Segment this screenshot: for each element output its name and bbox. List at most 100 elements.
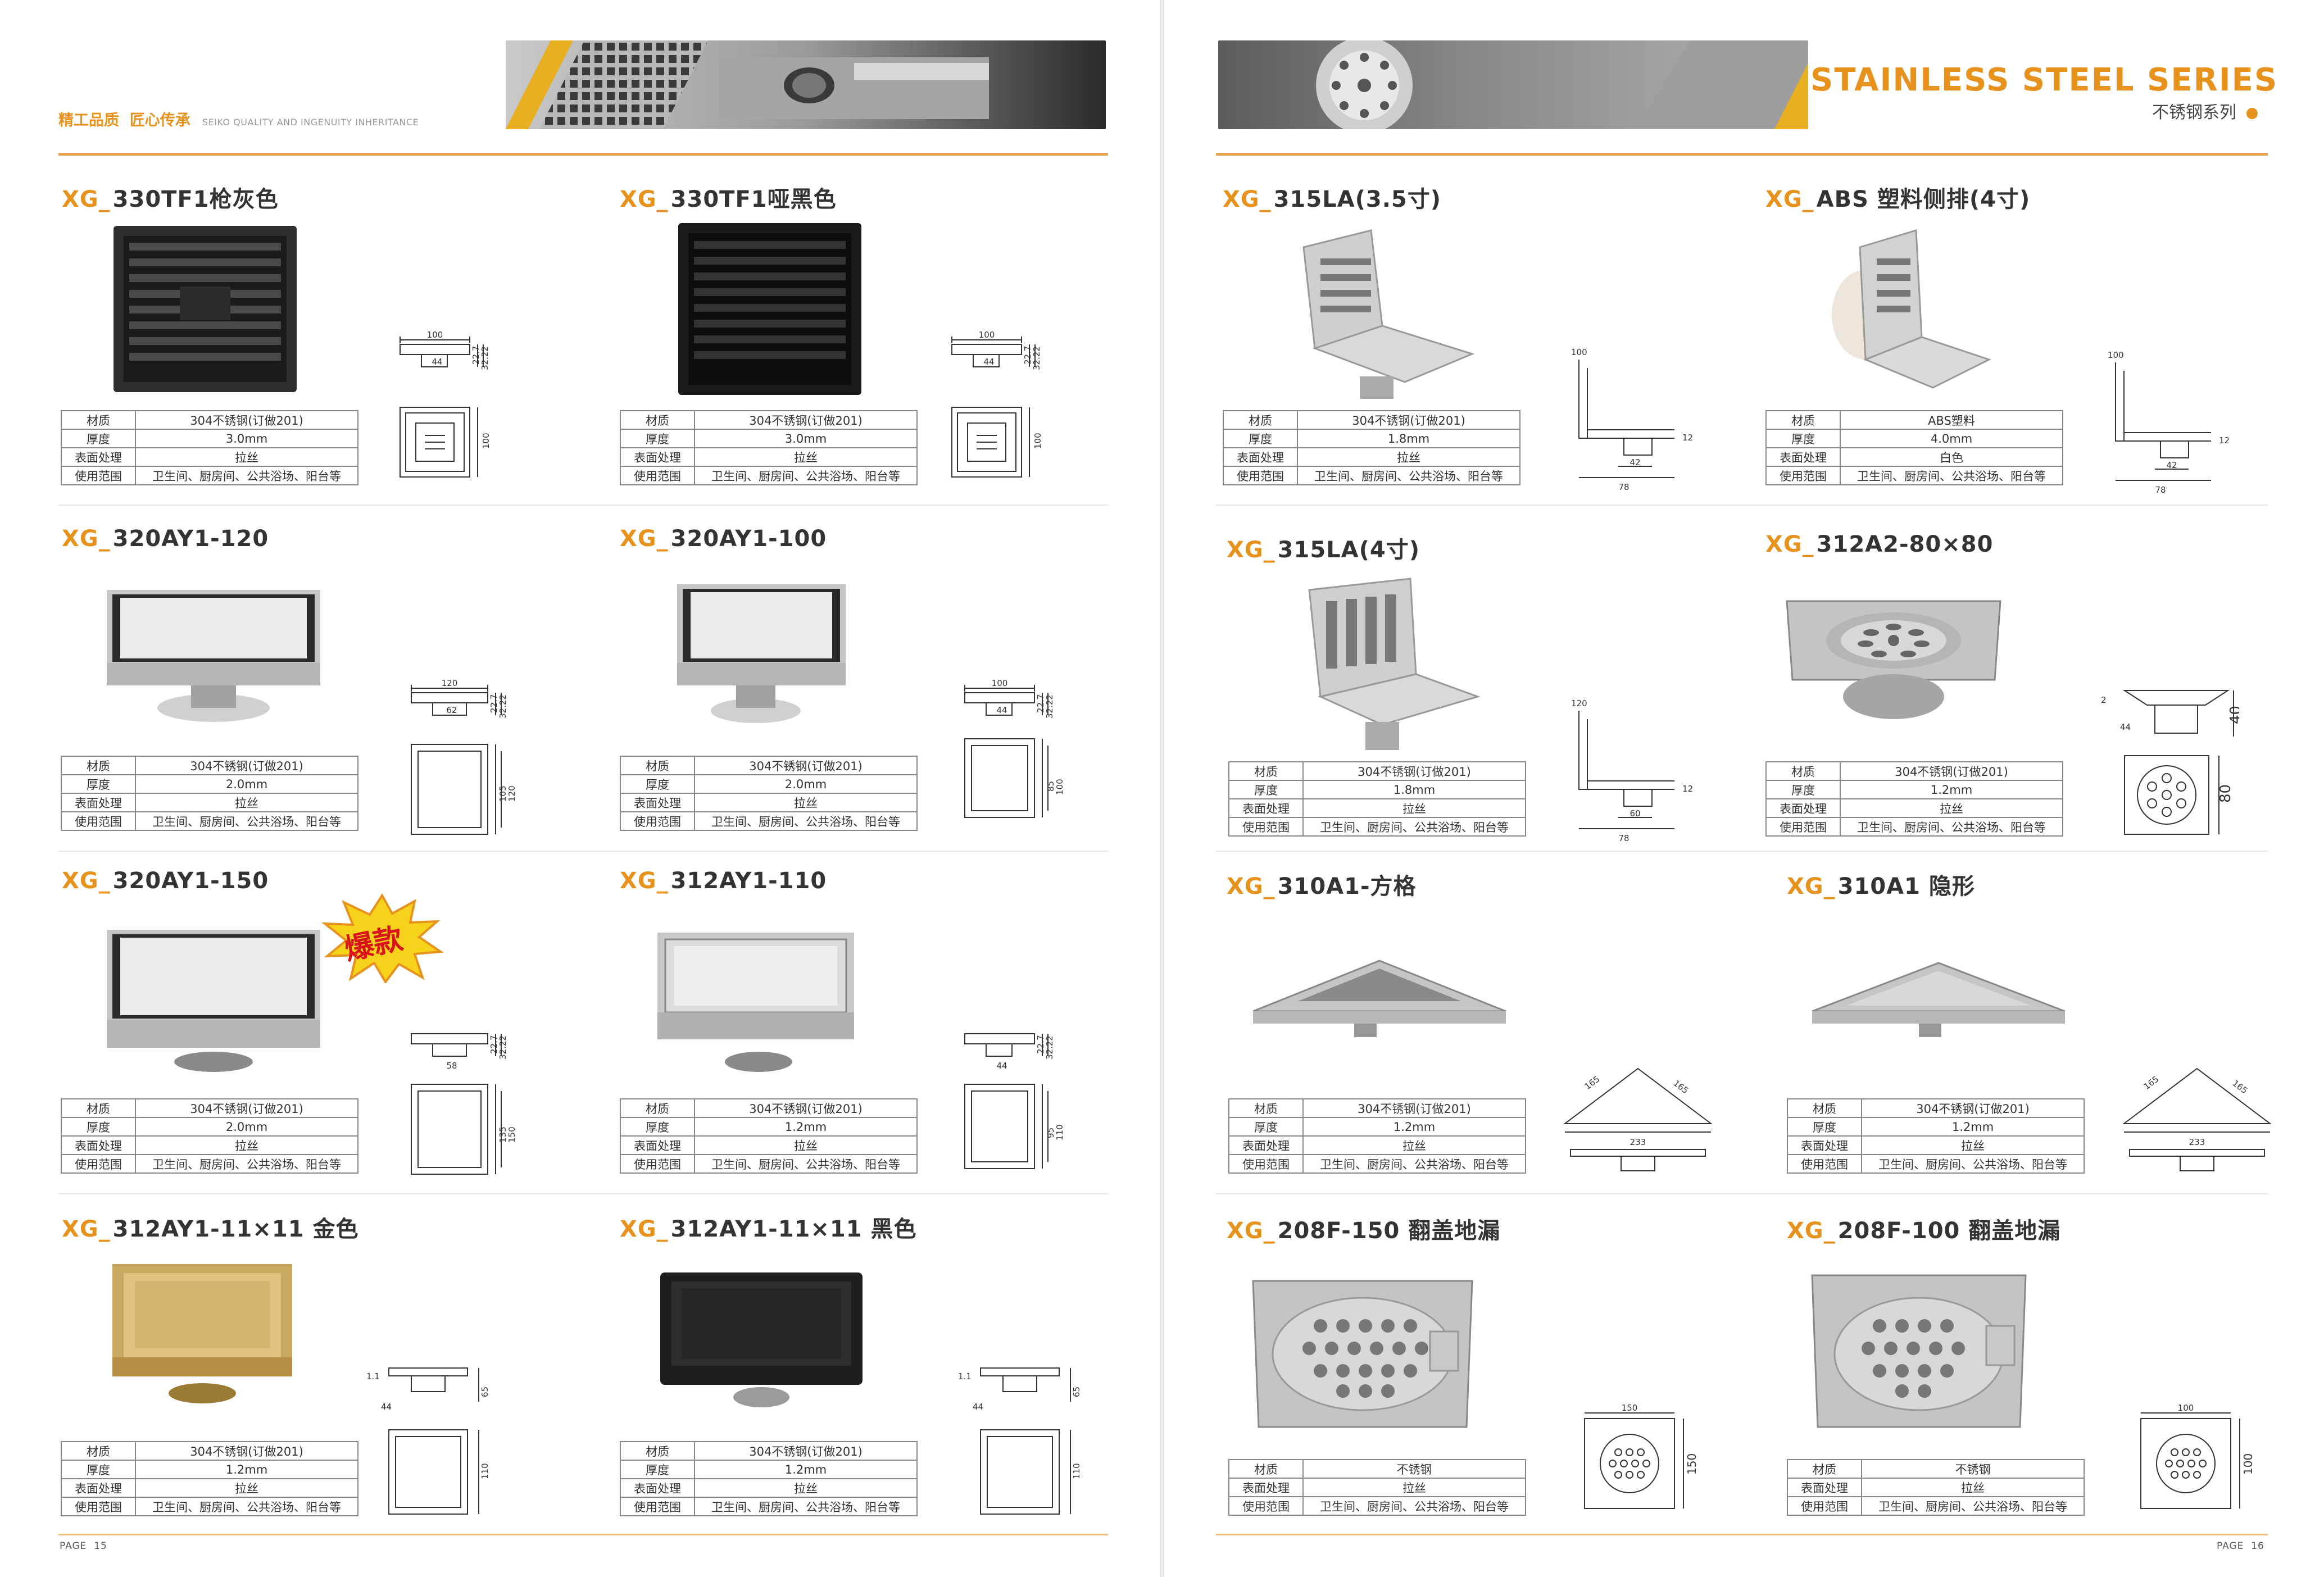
model-prefix: XG_ (62, 187, 111, 212)
dim-diameter: 44 (973, 1402, 983, 1412)
spec-key: 使用范围 (1787, 1154, 1862, 1174)
spec-value: 白色 (1840, 447, 2063, 467)
model-prefix: XG_ (1227, 874, 1276, 899)
row-separator (58, 851, 1108, 852)
model-name: 208F-150 翻盖地漏 (1277, 1218, 1501, 1244)
product-photo-tile-insert-drain (101, 924, 326, 1078)
spec-key: 使用范围 (620, 1154, 695, 1174)
spec-value: 卫生间、厨房间、公共浴场、阳台等 (1861, 1496, 2085, 1516)
spec-key: 厚度 (620, 429, 695, 448)
spec-key: 厚度 (1228, 1117, 1304, 1137)
model-prefix: XG_ (62, 1216, 111, 1242)
spec-value: 304不锈钢(订做201) (1302, 1098, 1526, 1118)
dim-width: 100 (2178, 1403, 2194, 1413)
spec-key: 使用范围 (1228, 1496, 1304, 1516)
model-prefix: XG_ (620, 868, 669, 894)
dimension-drawing: 100 44 22.7 32.22 100 (951, 330, 1043, 478)
spec-key: 材质 (620, 1098, 695, 1118)
product-photo-tile-insert-drain (671, 579, 851, 733)
dim-width: 100 (992, 678, 1008, 688)
right-header-rule (1216, 153, 2268, 156)
spec-key: 厚度 (620, 1117, 695, 1137)
dim-thickness: 1.1 (958, 1371, 972, 1381)
dim-thickness: 2 (2101, 695, 2107, 705)
spec-key: 厚度 (620, 1460, 695, 1479)
spec-value: 拉丝 (1302, 798, 1526, 818)
series-subtitle-text: 不锈钢系列 (2152, 103, 2236, 122)
model-prefix: XG_ (62, 526, 111, 552)
spec-key: 表面处理 (1228, 1478, 1304, 1497)
dim-width: 120 (442, 678, 458, 688)
dim-height: 100 (1571, 347, 1587, 357)
spec-value: 拉丝 (1302, 1478, 1526, 1497)
spec-value: 拉丝 (135, 1135, 358, 1155)
spec-key: 使用范围 (61, 811, 136, 831)
dim-a: 60 (1629, 808, 1640, 819)
product-photo-gold-drain (101, 1258, 303, 1418)
dim-h1: 22.7 (1023, 346, 1033, 365)
spec-value: 3.0mm (135, 429, 358, 448)
model-prefix: XG_ (62, 868, 111, 894)
dim-inner: 85 (1046, 781, 1056, 792)
spec-value: 304不锈钢(订做201) (1840, 761, 2063, 781)
spec-key: 使用范围 (1765, 466, 1841, 485)
dim-side: 100 (1033, 433, 1043, 449)
dim-diameter: 44 (996, 705, 1007, 715)
product-photo-side-drain (1292, 225, 1483, 407)
spec-value: 1.2mm (694, 1117, 918, 1137)
dim-side: 100 (1055, 779, 1065, 795)
right-header-photo (1218, 40, 1808, 129)
spec-key: 材质 (1223, 410, 1298, 430)
dim-thickness: 1.1 (366, 1371, 380, 1381)
spec-table: 材质不锈钢 表面处理拉丝 使用范围卫生间、厨房间、公共浴场、阳台等 (1787, 1459, 2085, 1516)
spec-key: 表面处理 (620, 1478, 695, 1498)
model-prefix: XG_ (620, 187, 669, 212)
dim-base: 233 (2189, 1137, 2205, 1147)
spec-key: 使用范围 (1223, 466, 1298, 485)
right-page-number: PAGE 16 (2217, 1540, 2264, 1552)
model-name: 310A1-方格 (1277, 874, 1417, 899)
model-name: 315LA(4寸) (1277, 537, 1420, 563)
spec-value: 卫生间、厨房间、公共浴场、阳台等 (135, 1154, 358, 1174)
product-title: XG_312AY1-11×11 黑色 (620, 1211, 916, 1243)
dimension-drawing: 2 44 40 80 (2101, 690, 2239, 835)
spec-key: 使用范围 (61, 1497, 136, 1516)
spec-value: 卫生间、厨房间、公共浴场、阳台等 (1861, 1154, 2085, 1174)
dim-diameter: 44 (381, 1402, 392, 1412)
dim-h1: 22.7 (489, 694, 499, 713)
spec-key: 材质 (1765, 410, 1841, 430)
spec-value: ABS塑料 (1840, 410, 2063, 430)
spec-value: 304不锈钢(订做201) (135, 756, 358, 775)
spec-value: 304不锈钢(订做201) (135, 410, 358, 430)
spec-value: 拉丝 (1840, 798, 2063, 818)
spec-key: 厚度 (1765, 780, 1841, 799)
dim-diameter: 62 (446, 705, 457, 715)
spec-key: 材质 (61, 410, 136, 430)
dim-height: 40 (2227, 706, 2239, 724)
spec-value: 卫生间、厨房间、公共浴场、阳台等 (1297, 466, 1520, 485)
spec-key: 表面处理 (61, 447, 136, 467)
dim-h1: 22.7 (471, 346, 481, 365)
spec-value: 拉丝 (1302, 1135, 1526, 1155)
spec-key: 材质 (61, 1441, 136, 1461)
dimension-drawing: 165 165 233 (1563, 1067, 1713, 1171)
spec-value: 304不锈钢(订做201) (135, 1441, 358, 1461)
spec-key: 使用范围 (1787, 1496, 1862, 1516)
dim-height: 65 (1072, 1387, 1082, 1397)
dim-h1: 22.7 (1036, 1035, 1046, 1054)
dim-width: 150 (1622, 1403, 1638, 1413)
spec-key: 表面处理 (1765, 798, 1841, 818)
spec-value: 卫生间、厨房间、公共浴场、阳台等 (1840, 817, 2063, 837)
dimension-drawing: 165 165 233 (2122, 1067, 2272, 1171)
hot-item-badge: 爆款 (320, 893, 444, 984)
dimension-drawing: 44 22.7 32.22 95 110 (964, 1033, 1065, 1169)
dim-height: 120 (1571, 698, 1587, 708)
row-separator (1216, 505, 2268, 506)
product-photo-tile-insert-drain (652, 927, 860, 1081)
dimension-drawing: 100 12 42 78 (2108, 350, 2230, 495)
spec-value: 拉丝 (135, 1478, 358, 1498)
